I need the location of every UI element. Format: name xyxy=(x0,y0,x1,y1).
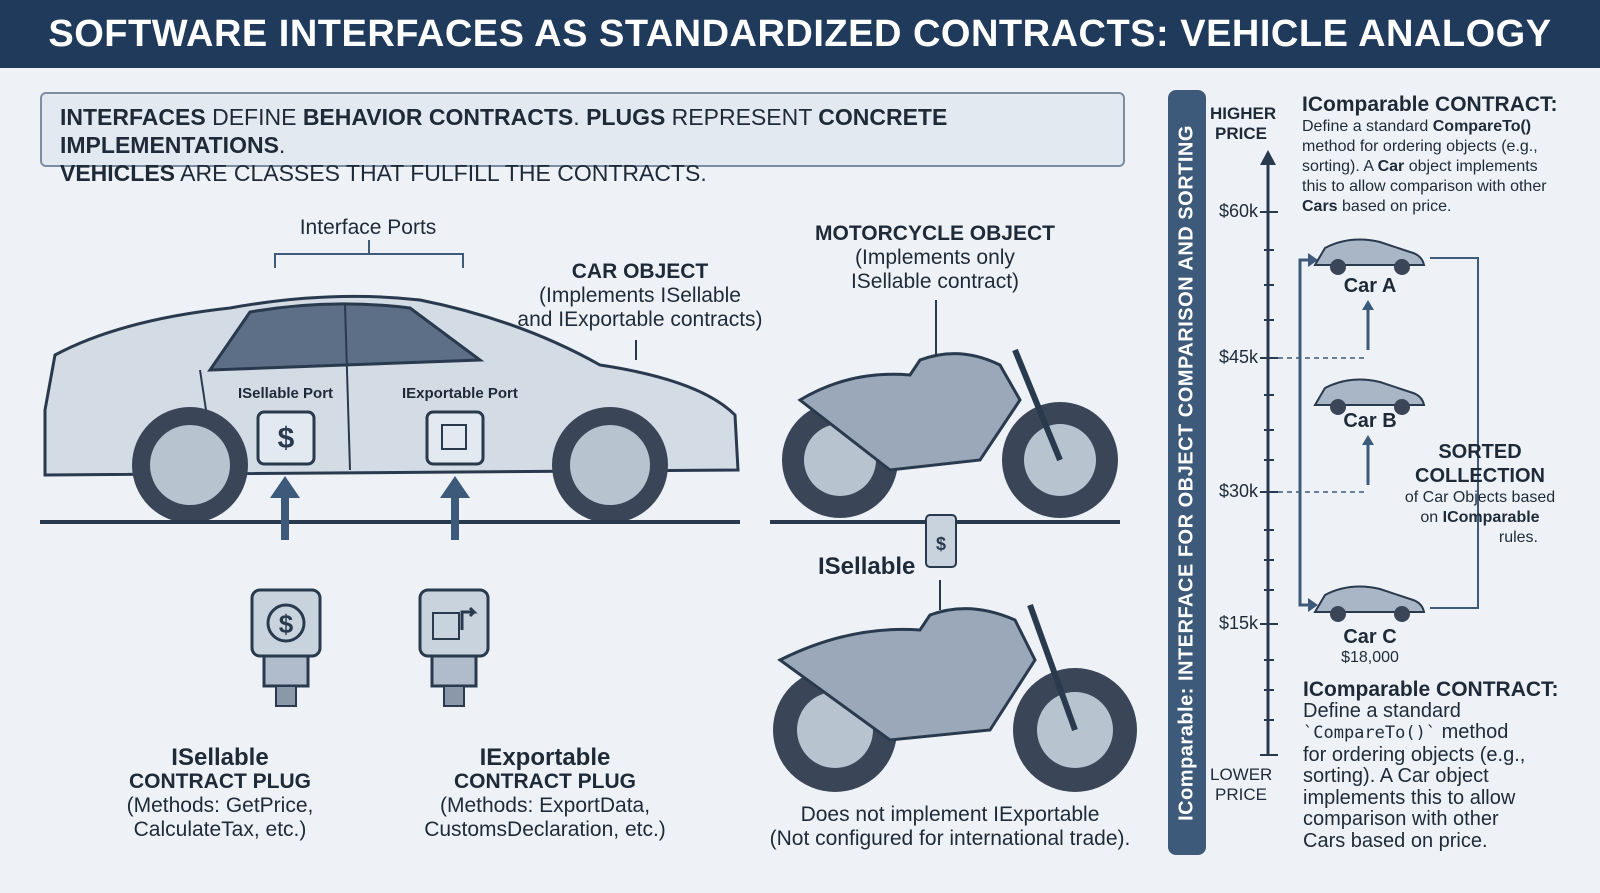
moto-note: Does not implement IExportable(Not confi… xyxy=(760,803,1140,851)
moto-note-line: (Not configured for international trade)… xyxy=(769,827,1131,850)
svg-text:$: $ xyxy=(936,534,946,554)
callout-term: concrete implementations xyxy=(60,104,948,158)
moto-isellable-label: ISellable xyxy=(818,553,916,580)
plug-sub: CONTRACT PLUG xyxy=(454,770,636,793)
car-a-icon xyxy=(1313,238,1426,275)
sorted-desc: on xyxy=(1420,509,1443,526)
sorted-title: COLLECTION xyxy=(1415,465,1545,487)
interface-ports-label: Interface Ports xyxy=(299,216,437,239)
car-title: CAR OBJECT xyxy=(571,260,709,283)
desc-line: implements this to allow xyxy=(1303,786,1516,809)
bottom-heading: IComparable CONTRACT: xyxy=(1303,678,1559,701)
plug-methods: (Methods: ExportData, xyxy=(439,794,651,817)
motorcycle-illustrations: $ xyxy=(770,300,1137,792)
car-b-icon xyxy=(1313,378,1426,415)
tick-30k: $30k xyxy=(1218,481,1258,501)
icomparable-banner: IComparable: INTERFACE FOR OBJECT COMPAR… xyxy=(1168,90,1206,855)
desc-line: Cars based on price. xyxy=(1303,829,1488,852)
car-c-name: Car C xyxy=(1343,626,1397,648)
code-snippet: `CompareTo()` xyxy=(1303,723,1437,743)
car-a-label: Car A xyxy=(1343,275,1397,297)
moto-isellable-plug xyxy=(925,514,957,568)
axis-label: PRICE xyxy=(1215,785,1267,804)
moto-title: MOTORCYCLE OBJECT xyxy=(815,222,1055,245)
plug-name: ISellable xyxy=(171,744,269,771)
price-axis xyxy=(1260,150,1479,756)
moto-desc: (Implements only xyxy=(855,246,1015,269)
desc-line: Define a standard xyxy=(1303,699,1461,722)
isellable-port-label: ISellable Port xyxy=(238,385,334,402)
car-desc: and IExportable contracts) xyxy=(517,308,763,331)
axis-label: PRICE xyxy=(1215,124,1267,143)
sorted-desc: IComparable xyxy=(1442,509,1540,526)
car-c-icon xyxy=(1313,585,1426,622)
callout-text: . xyxy=(278,132,286,158)
desc-line: comparison with other xyxy=(1303,808,1499,830)
iexportable-port xyxy=(425,410,485,466)
plug-illustrations: $ xyxy=(250,588,490,707)
iexportable-port-label: IExportable Port xyxy=(402,385,518,402)
plug-name: IExportable xyxy=(479,744,611,771)
icomparable-bottom-description: IComparable CONTRACT:Define a standard`C… xyxy=(1303,679,1593,852)
svg-text:$: $ xyxy=(278,422,295,455)
plug-methods: (Methods: GetPrice, xyxy=(126,794,314,817)
svg-text:$: $ xyxy=(279,609,294,639)
isellable-plug: $ xyxy=(250,588,322,707)
callout-text: represent xyxy=(665,104,819,130)
desc-line: sorting). A Car object xyxy=(1303,765,1489,787)
page-title: SOFTWARE INTERFACES AS STANDARDIZED CONT… xyxy=(0,0,1600,68)
car-b-label: Car B xyxy=(1343,410,1397,432)
car-c-price: $18,000 xyxy=(1341,649,1399,666)
callout-term: Plugs xyxy=(586,104,666,130)
tick-15k: $15k xyxy=(1218,613,1258,633)
motorcycle-bottom xyxy=(773,603,1137,792)
tick-60k: $60k xyxy=(1218,201,1258,221)
callout-text: define xyxy=(205,104,303,130)
desc-line: method xyxy=(1436,721,1509,743)
car-c-label: Car C$18,000 xyxy=(1310,626,1430,667)
plug-methods: CalculateTax, etc.) xyxy=(133,818,307,841)
motorcycle-top xyxy=(770,348,1120,524)
summary-callout: Interfaces define behavior contracts. Pl… xyxy=(40,92,1125,186)
iexportable-plug xyxy=(418,588,490,707)
moto-desc: ISellable contract) xyxy=(850,270,1020,293)
plug-sub: CONTRACT PLUG xyxy=(129,770,311,793)
car-illustration: $ xyxy=(40,240,740,540)
sorted-desc: of Car Objects based xyxy=(1404,489,1556,506)
plug-methods: CustomsDeclaration, etc.) xyxy=(424,818,666,841)
moto-note-line: Does not implement IExportable xyxy=(800,803,1100,826)
desc-line: for ordering objects (e.g., xyxy=(1303,743,1526,766)
top-heading: IComparable CONTRACT: xyxy=(1302,93,1558,116)
banner-text: IComparable: INTERFACE FOR OBJECT COMPAR… xyxy=(1175,124,1198,821)
axis-label: HIGHER xyxy=(1210,104,1277,123)
callout-term: Vehicles xyxy=(60,160,176,186)
callout-term: Interfaces xyxy=(60,104,206,130)
car-desc: (Implements ISellable xyxy=(539,284,741,307)
icomparable-top-description: IComparable CONTRACT:Define a standard C… xyxy=(1302,93,1562,217)
tick-45k: $45k xyxy=(1218,347,1258,367)
callout-term: behavior contracts xyxy=(302,104,574,130)
axis-label: LOWER xyxy=(1210,765,1273,784)
sorted-title: SORTED xyxy=(1438,441,1522,463)
sorted-desc: rules. xyxy=(1498,529,1538,546)
callout-text: are classes that fulfill the contracts. xyxy=(175,160,707,186)
isellable-port xyxy=(256,410,316,466)
callout-text: . xyxy=(573,104,587,130)
